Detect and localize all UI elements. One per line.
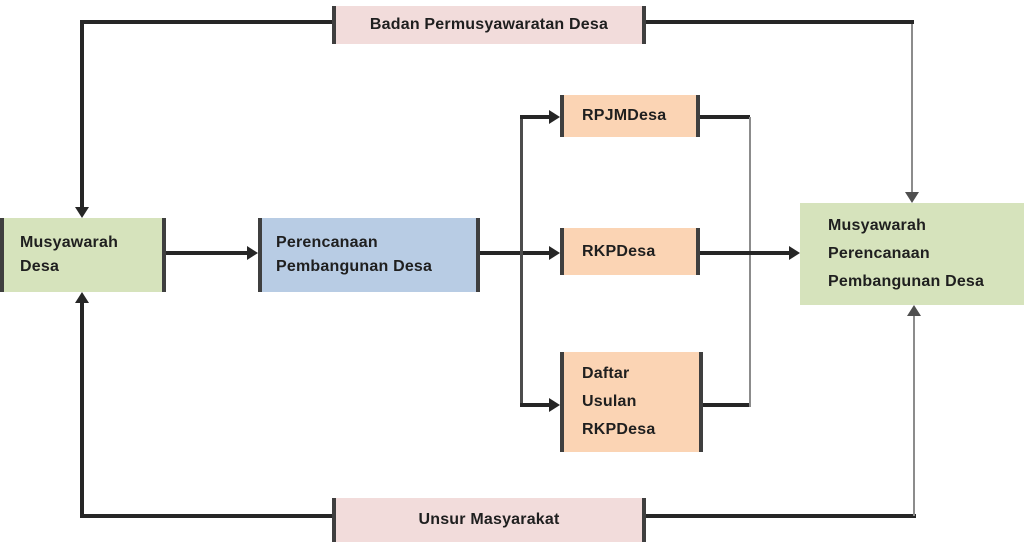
connector-musdes-to-perencanaan bbox=[166, 251, 249, 255]
node-rpjmdesa: RPJMDesa bbox=[560, 95, 700, 137]
arrowhead-into-rkpdesa bbox=[549, 246, 560, 260]
node-daftar-usulan-rkpdesa: Daftar Usulan RKPDesa bbox=[560, 352, 703, 452]
arrowhead-into-rpjmdesa bbox=[549, 110, 560, 124]
arrowhead-into-musrenbang-top bbox=[905, 192, 919, 203]
connector-badan-right-vertical bbox=[911, 24, 913, 192]
connector-perencanaan-to-rkpdesa bbox=[480, 251, 551, 255]
arrowhead-into-musyawarah-desa-top bbox=[75, 207, 89, 218]
connector-branch-vertical bbox=[520, 115, 523, 407]
node-rkpdesa: RKPDesa bbox=[560, 228, 700, 275]
connector-join-vertical bbox=[749, 117, 751, 407]
connector-branch-to-rpjmdesa bbox=[520, 115, 551, 119]
node-label: RPJMDesa bbox=[582, 107, 667, 124]
arrowhead-into-perencanaan bbox=[247, 246, 258, 260]
connector-rpjmdesa-right bbox=[700, 115, 750, 119]
node-unsur-masyarakat: Unsur Masyarakat bbox=[332, 498, 646, 542]
arrowhead-into-daftar bbox=[549, 398, 560, 412]
node-label: Musyawarah Perencanaan Pembangunan Desa bbox=[828, 217, 985, 290]
connector-rkpdesa-to-musrenbang bbox=[700, 251, 789, 255]
arrowhead-into-musrenbang-bottom bbox=[907, 305, 921, 316]
node-label: Badan Permusyawaratan Desa bbox=[369, 16, 609, 33]
connector-badan-left-vertical bbox=[80, 20, 84, 208]
node-badan-permusyawaratan-desa: Badan Permusyawaratan Desa bbox=[332, 6, 646, 44]
connector-branch-to-daftar bbox=[520, 403, 551, 407]
node-label: Perencanaan Pembangunan Desa bbox=[276, 234, 433, 275]
node-musyawarah-desa: Musyawarah Desa bbox=[0, 218, 166, 292]
arrowhead-into-musrenbang-left bbox=[789, 246, 800, 260]
connector-badan-right-horizontal bbox=[646, 20, 914, 24]
connector-daftar-right bbox=[703, 403, 750, 407]
node-perencanaan-pembangunan-desa: Perencanaan Pembangunan Desa bbox=[258, 218, 480, 292]
node-label: RKPDesa bbox=[582, 242, 656, 260]
node-label: Daftar Usulan RKPDesa bbox=[582, 365, 656, 438]
connector-unsur-right-vertical bbox=[913, 316, 915, 516]
arrowhead-into-musyawarah-desa-bottom bbox=[75, 292, 89, 303]
node-musyawarah-perencanaan-pembangunan-desa: Musyawarah Perencanaan Pembangunan Desa bbox=[800, 203, 1024, 305]
connector-unsur-left-vertical bbox=[80, 303, 84, 518]
connector-badan-left-horizontal bbox=[80, 20, 332, 24]
node-label: Musyawarah Desa bbox=[20, 234, 119, 275]
connector-unsur-left-horizontal bbox=[80, 514, 332, 518]
connector-unsur-right-horizontal bbox=[646, 514, 916, 518]
node-label: Unsur Masyarakat bbox=[418, 511, 560, 528]
